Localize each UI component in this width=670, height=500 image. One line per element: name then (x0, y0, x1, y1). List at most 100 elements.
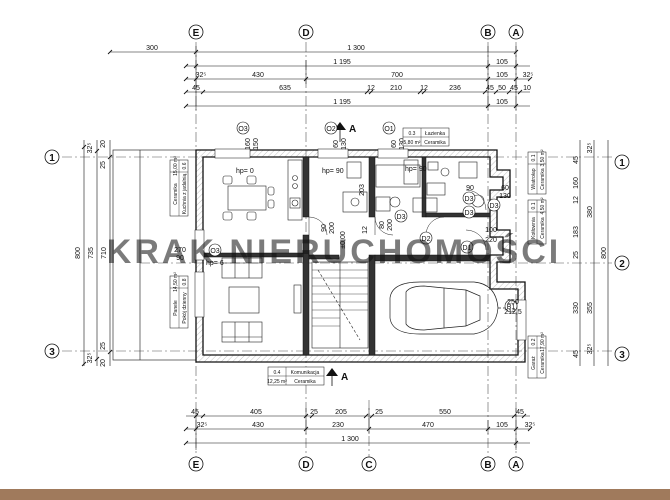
svg-text:32⁵: 32⁵ (196, 72, 207, 79)
svg-text:O1: O1 (384, 126, 393, 133)
windows (194, 148, 527, 341)
svg-text:105: 105 (496, 59, 508, 66)
room-label-vestibule: 0.1 Wiatrołap 3,50 m² Ceramika (527, 149, 547, 195)
svg-text:710: 710 (101, 247, 108, 259)
svg-text:250: 250 (507, 299, 519, 306)
svg-text:3: 3 (49, 347, 55, 358)
svg-text:32⁵: 32⁵ (197, 422, 208, 429)
axis-bubble-2-right: 2 (614, 255, 630, 271)
svg-text:B1: B1 (507, 304, 516, 311)
section-marker-bottom: A (326, 368, 348, 386)
svg-text:A: A (349, 124, 356, 135)
svg-text:0.3: 0.3 (409, 131, 416, 137)
axis-bubble-d-bottom: D (298, 456, 314, 472)
svg-text:17,90 m²: 17,90 m² (540, 332, 546, 352)
svg-text:5,80 m²: 5,80 m² (404, 140, 421, 146)
svg-text:15,00 m²: 15,00 m² (173, 156, 179, 176)
svg-text:183: 183 (573, 226, 580, 238)
svg-text:3: 3 (619, 350, 625, 361)
svg-text:1 300: 1 300 (341, 436, 359, 443)
svg-text:735: 735 (88, 247, 95, 259)
svg-text:25: 25 (100, 342, 107, 350)
axis-bubble-3-right: 3 (614, 346, 630, 362)
svg-text:D3: D3 (465, 210, 474, 217)
svg-text:14,50 m²: 14,50 m² (173, 272, 179, 292)
room-label-bathroom: 0.3 Łazienka 5,80 m² Ceramika (402, 127, 450, 147)
svg-text:25: 25 (100, 161, 107, 169)
svg-text:Ceramika: Ceramika (540, 352, 546, 374)
svg-text:800: 800 (601, 247, 608, 259)
svg-text:32⁵: 32⁵ (587, 143, 594, 154)
svg-text:210: 210 (390, 85, 402, 92)
svg-text:O2: O2 (326, 126, 335, 133)
bottom-photo-strip (0, 489, 670, 500)
svg-text:90: 90 (466, 185, 474, 192)
svg-text:105: 105 (496, 72, 508, 79)
svg-text:Ceramika: Ceramika (294, 379, 316, 385)
svg-text:Ceramika: Ceramika (424, 140, 446, 146)
svg-text:0.1: 0.1 (531, 154, 537, 161)
svg-text:150: 150 (253, 138, 260, 150)
svg-text:205: 205 (335, 409, 347, 416)
svg-text:635: 635 (279, 85, 291, 92)
svg-text:90: 90 (176, 255, 184, 262)
svg-text:130: 130 (341, 138, 348, 150)
svg-text:hp= 90: hp= 90 (405, 166, 427, 173)
svg-text:Kotłownia: Kotłownia (531, 217, 537, 239)
svg-text:1 300: 1 300 (347, 45, 365, 52)
bottom-dimension-labels: 45 405 25 205 25 550 45 32⁵ 430 230 470 … (191, 409, 535, 443)
svg-text:Kuchnia z jadalnią: Kuchnia z jadalnią (182, 173, 188, 214)
svg-text:E: E (193, 460, 200, 471)
svg-text:405: 405 (250, 409, 262, 416)
axis-bubble-1-right: 1 (614, 154, 630, 170)
svg-text:60: 60 (501, 185, 509, 192)
svg-text:32⁵: 32⁵ (525, 422, 536, 429)
svg-text:4,50 m²: 4,50 m² (540, 197, 546, 214)
svg-text:1 195: 1 195 (333, 99, 351, 106)
svg-text:12: 12 (420, 85, 428, 92)
svg-text:D3: D3 (465, 196, 474, 203)
svg-text:25: 25 (310, 409, 318, 416)
left-dimension-labels: 32⁵ 20 25 800 735 710 25 20 32⁵ (75, 140, 108, 367)
svg-text:700: 700 (391, 72, 403, 79)
svg-text:130: 130 (499, 193, 511, 200)
svg-text:105: 105 (496, 422, 508, 429)
svg-text:±0,00: ±0,00 (340, 231, 347, 249)
axis-bubble-b-bottom: B (480, 456, 496, 472)
top-dimension-labels: 300 1 300 1 195 105 32⁵ 430 700 105 32⁵ … (146, 45, 533, 106)
svg-text:45: 45 (191, 409, 199, 416)
garage-car (389, 281, 512, 335)
svg-text:0.8: 0.8 (182, 278, 188, 285)
svg-text:45: 45 (573, 350, 580, 358)
axis-bubble-e-bottom: E (188, 456, 204, 472)
svg-text:300: 300 (146, 45, 158, 52)
svg-text:430: 430 (252, 422, 264, 429)
svg-text:1 195: 1 195 (333, 59, 351, 66)
svg-text:60: 60 (391, 140, 398, 148)
axis-bubbles: E D B A E D C B A 1 3 1 2 3 (44, 24, 630, 472)
opening-tags: O3 O2 O1 O3 D3 D3 D3 D3 D2 D1 B1 (208, 121, 518, 313)
svg-text:100: 100 (485, 227, 497, 234)
svg-text:45: 45 (192, 85, 200, 92)
svg-text:Łazienka: Łazienka (425, 131, 445, 137)
svg-text:12,25 m²: 12,25 m² (267, 379, 287, 385)
svg-text:Komunikacja: Komunikacja (291, 370, 320, 376)
right-dimensions (579, 140, 609, 366)
building-walls (195, 149, 526, 363)
svg-text:20: 20 (100, 359, 107, 367)
svg-text:D: D (302, 28, 309, 39)
svg-text:O3: O3 (238, 126, 247, 133)
svg-text:12: 12 (367, 85, 375, 92)
svg-text:45: 45 (516, 409, 524, 416)
svg-text:160: 160 (573, 177, 580, 189)
svg-text:32⁵: 32⁵ (87, 143, 94, 154)
room-label-kitchen: 0.6 Kuchnia z jadalnią 15,00 m² Ceramika (169, 156, 189, 217)
svg-text:A: A (512, 28, 519, 39)
svg-text:hp= 90: hp= 90 (322, 168, 344, 175)
svg-text:D: D (302, 460, 309, 471)
living-room-furniture (221, 257, 302, 343)
svg-text:32⁵: 32⁵ (523, 72, 534, 79)
watermark-text: KRAK NIERUCHOMOŚCI (107, 233, 561, 271)
svg-text:25: 25 (375, 409, 383, 416)
